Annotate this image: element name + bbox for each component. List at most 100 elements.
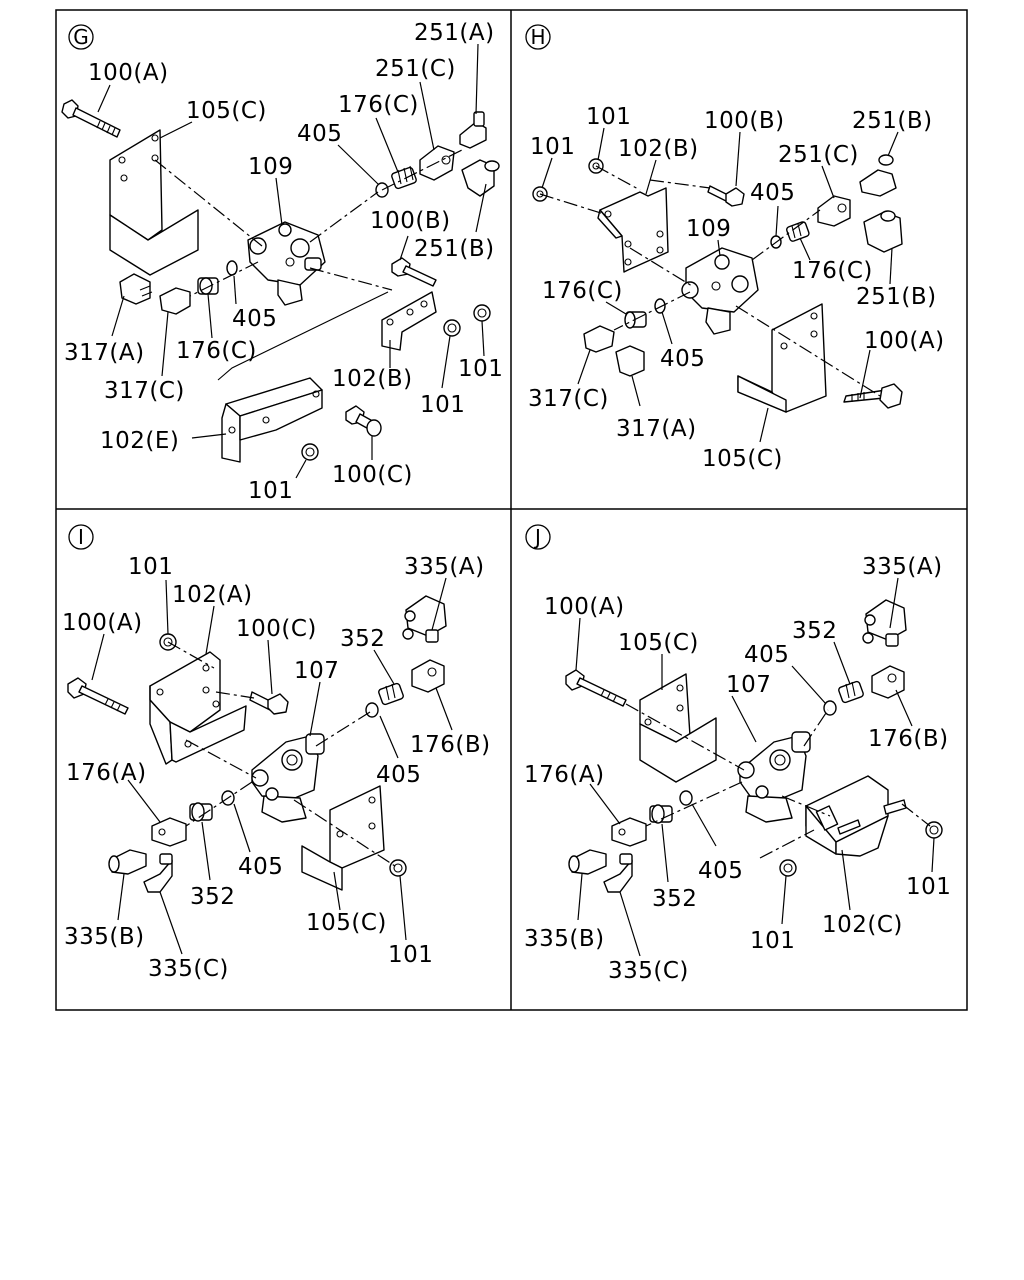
callout-label: 105(C) <box>618 630 699 656</box>
callout-label: 101 <box>906 874 951 900</box>
callout-label: 100(A) <box>88 60 169 86</box>
panel-title-i: I <box>68 524 94 550</box>
center-lines-i <box>167 641 399 869</box>
bracket-105c-j <box>639 673 717 783</box>
bolt-icon <box>61 99 121 138</box>
bracket-105c-i <box>301 785 407 891</box>
callout-label: 405 <box>297 121 342 147</box>
elbow-251b <box>461 159 500 197</box>
labels-j: 335(A) 100(A) 105(C) 352 405 107 176(B) … <box>524 554 951 984</box>
panel-title-g: G <box>68 24 94 50</box>
callout-label: 100(C) <box>236 616 317 642</box>
callout-label: 102(B) <box>332 366 413 392</box>
callout-label: 405 <box>698 858 743 884</box>
panel-title-j: J <box>525 524 551 550</box>
callout-label: 105(C) <box>186 98 267 124</box>
callout-label: 251(C) <box>375 56 456 82</box>
callout-label: 352 <box>190 884 235 910</box>
callout-label: 107 <box>726 672 771 698</box>
callout-label: 317(C) <box>104 378 185 404</box>
valve-109-h <box>681 247 759 335</box>
bolt-100b-h <box>707 185 745 207</box>
callout-label: 176(A) <box>66 760 147 786</box>
callout-label: 100(A) <box>62 610 143 636</box>
callout-label: 335(A) <box>404 554 485 580</box>
bracket-102a <box>149 651 247 765</box>
callout-label: 176(A) <box>524 762 605 788</box>
callout-label: 251(A) <box>414 20 495 46</box>
elbow-317c <box>159 287 191 315</box>
bracket-102c <box>779 775 943 877</box>
diagram-frame <box>55 9 968 1011</box>
callout-label: 101 <box>128 554 173 580</box>
panel-id-g: G <box>73 25 89 49</box>
callout-label: 101 <box>530 134 575 160</box>
callout-label: 100(C) <box>332 462 413 488</box>
callout-label: 107 <box>294 658 339 684</box>
elbow-251a <box>459 111 487 149</box>
bracket-105c-h <box>737 303 903 413</box>
center-lines-j <box>625 703 931 859</box>
callout-label: 100(A) <box>544 594 625 620</box>
callout-label: 335(B) <box>524 926 605 952</box>
callout-label: 405 <box>238 854 283 880</box>
callout-label: 102(B) <box>618 136 699 162</box>
bolt-100a-j <box>565 669 627 707</box>
callout-label: 176(C) <box>542 278 623 304</box>
bracket-102e <box>221 377 382 463</box>
center-lines-h <box>539 165 881 397</box>
callout-label: 405 <box>744 642 789 668</box>
callout-label: 335(B) <box>64 924 145 950</box>
callout-label: 405 <box>660 346 705 372</box>
panel-id-j: J <box>533 525 541 549</box>
callout-label: 176(C) <box>792 258 873 284</box>
bracket-105c <box>109 129 199 276</box>
leaders-h <box>541 127 899 443</box>
callout-label: 251(C) <box>778 142 859 168</box>
labels-h: 101 100(B) 251(B) 101 102(B) 251(C) 405 … <box>528 104 945 472</box>
valve-107-i <box>251 733 325 823</box>
callout-label: 176(C) <box>176 338 257 364</box>
center-lines-g <box>154 149 463 381</box>
nipple-176c-left <box>197 277 219 295</box>
labels-i: 101 335(A) 102(A) 100(A) 100(C) 352 107 … <box>62 554 491 982</box>
panel-id-i: I <box>78 525 84 549</box>
leaders-i <box>91 577 453 955</box>
callout-label: 101 <box>586 104 631 130</box>
callout-label: 101 <box>388 942 433 968</box>
callout-label: 101 <box>458 356 503 382</box>
leaders-j <box>575 577 935 957</box>
callout-label: 352 <box>340 626 385 652</box>
callout-label: 405 <box>750 180 795 206</box>
labels-g: 251(A) 100(A) 251(C) 105(C) 176(C) 405 1… <box>64 20 503 504</box>
callout-label: 335(C) <box>148 956 229 982</box>
callout-label: 251(B) <box>856 284 937 310</box>
callout-label: 352 <box>792 618 837 644</box>
bolt-100c-i <box>249 691 289 715</box>
callout-label: 352 <box>652 886 697 912</box>
callout-label: 101 <box>420 392 465 418</box>
callout-label: 405 <box>232 306 277 332</box>
callout-label: 335(C) <box>608 958 689 984</box>
bolt-100a-i <box>67 677 129 715</box>
fittings-i <box>108 595 447 893</box>
callout-label: 100(A) <box>864 328 945 354</box>
panel-i: I <box>62 524 491 982</box>
callout-label: 251(B) <box>852 108 933 134</box>
callout-label: 251(B) <box>414 236 495 262</box>
bracket-102b <box>381 257 491 351</box>
panel-h: H <box>525 24 945 472</box>
fittings-h <box>583 154 903 377</box>
elbow-317a <box>119 273 153 305</box>
callout-label: 176(B) <box>868 726 949 752</box>
callout-label: 317(C) <box>528 386 609 412</box>
callout-label: 109 <box>686 216 731 242</box>
panel-title-h: H <box>525 24 551 50</box>
callout-label: 102(C) <box>822 912 903 938</box>
callout-label: 109 <box>248 154 293 180</box>
callout-label: 317(A) <box>616 416 697 442</box>
valve-109 <box>247 221 326 306</box>
callout-label: 176(B) <box>410 732 491 758</box>
callout-label: 335(A) <box>862 554 943 580</box>
